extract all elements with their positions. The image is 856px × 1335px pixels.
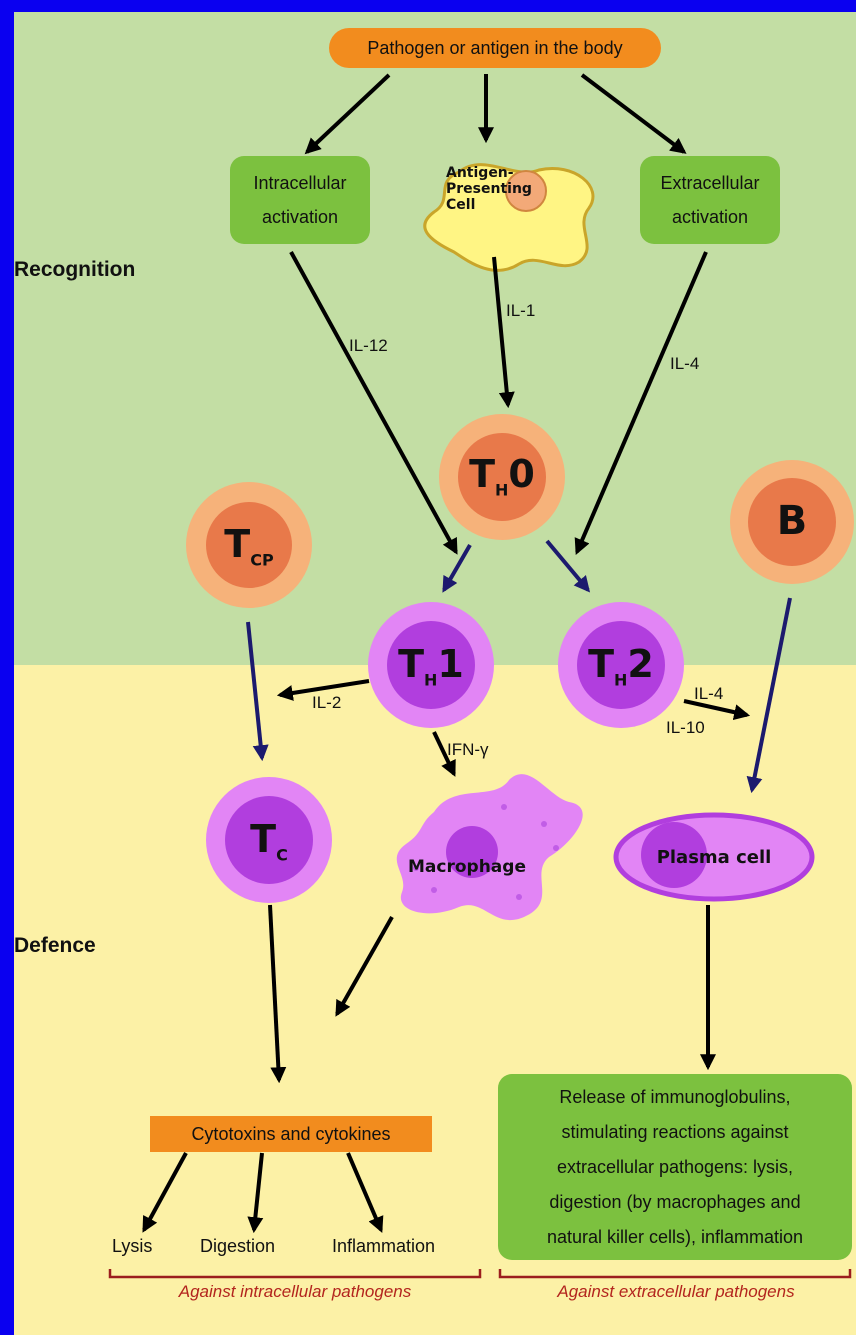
apc-line1: Antigen- [446,165,514,181]
release-line3: extracellular pathogens: lysis, [556,1156,794,1177]
pathogen-box: Pathogen or antigen in the body [329,28,661,68]
th1-suffix: 1 [437,642,464,686]
macrophage-label: Macrophage [408,857,526,877]
th2-sub: H [614,670,628,690]
tc-label: TC [219,813,319,882]
recognition-zone [14,12,856,665]
il4-label: IL-4 [694,684,724,703]
tcp-sub: CP [250,550,274,570]
th2-suffix: 2 [627,642,654,686]
release-line5: natural killer cells), inflammation [546,1226,804,1247]
th2-label: TH2 [571,638,671,707]
arrow-il2 [276,679,370,701]
arrow-to-lysis [142,1152,188,1233]
apc-label: Antigen- Presenting Cell [446,165,556,213]
arrow-ifn [432,731,456,777]
extracellular-line2: activation [671,207,749,227]
release-line2: stimulating reactions against [561,1121,789,1142]
release-line1: Release of immunoglobulins, [559,1086,791,1107]
tcp-label: TCP [199,518,299,587]
arrow-th0-to-th1 [442,543,472,593]
th0-cell-shape [439,414,565,540]
macrophage-cell-shape [396,774,583,921]
arrow-to-digestion [247,1152,264,1234]
footer-extracellular: Against extracellular pathogens [557,1282,795,1301]
diagram-graphics [108,73,854,1279]
extracellular-line1: Extracellular [660,173,760,193]
th2-main: T [588,642,615,686]
il12-label: IL-12 [349,336,388,355]
tcp-main: T [224,522,251,566]
arrow-il1 [492,256,515,409]
lysis-label: Lysis [112,1236,153,1256]
inflammation-label: Inflammation [332,1236,436,1256]
plasma-label: Plasma cell [656,847,772,868]
arrow-to-extracellular [580,73,687,154]
arrow-tcp-to-tc [246,621,269,762]
b-label: B [776,498,808,544]
th1-sub: H [424,670,438,690]
b-cell-shape [730,460,854,584]
tc-sub: C [276,845,288,865]
th0-label: TH0 [452,448,552,517]
arrow-il12 [289,251,458,555]
tc-main: T [250,817,277,861]
th1-main: T [398,642,425,686]
il4-top-label: IL-4 [670,354,700,373]
arrow-tc-to-cyto [268,904,287,1084]
il2-label: IL-2 [312,693,342,712]
cytotoxins-box: Cytotoxins and cytokines [150,1116,432,1152]
intracellular-box: Intracellular activation [230,156,370,244]
th1-label: TH1 [381,638,481,707]
arrow-macro-to-cyto [335,916,394,1017]
release-line4: digestion (by macrophages and [549,1191,801,1212]
apc-cell-shape [423,163,595,272]
arrow-il4-il10 [683,699,751,721]
digestion-label: Digestion [200,1236,276,1256]
intracellular-line1: Intracellular [253,173,347,193]
ifn-label: IFN-γ [447,740,489,759]
tcp-cell-shape [186,482,312,608]
release-box: Release of immunoglobulins, stimulating … [498,1074,852,1260]
extracellular-box: Extracellular activation [640,156,780,244]
il10-label: IL-10 [666,718,705,737]
arrow-b-to-plasma [746,597,792,794]
il1-label: IL-1 [506,301,536,320]
arrow-th0-to-th2 [545,539,591,593]
th0-suffix: 0 [508,452,535,496]
arrow-to-intracellular [304,73,391,155]
bracket-extracellular [498,1269,852,1279]
intracellular-line2: activation [261,207,339,227]
defence-label: Defence [14,934,96,957]
footer-intracellular: Against intracellular pathogens [178,1282,412,1301]
th0-main: T [469,452,496,496]
th2-cell-shape [558,602,684,728]
plasma-cell-shape [613,812,815,902]
apc-line3: Cell [446,197,476,213]
th0-sub: H [495,480,509,500]
recognition-label: Recognition [14,258,136,281]
tc-cell-shape [206,777,332,903]
th1-cell-shape [368,602,494,728]
apc-line2: Presenting [446,181,532,197]
arrow-to-inflammation [346,1152,384,1233]
bracket-intracellular [108,1269,482,1279]
arrow-il4-top [574,251,708,555]
diagram-stage: Pathogen or antigen in the body Intracel… [14,12,856,1335]
